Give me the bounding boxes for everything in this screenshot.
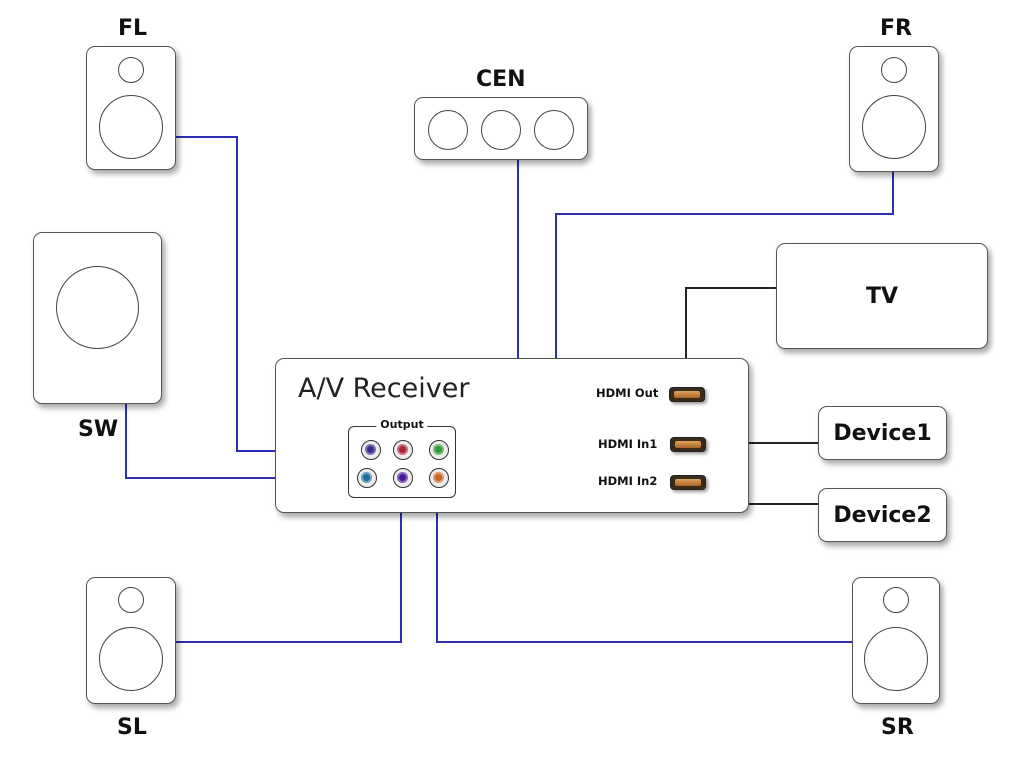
subwoofer-sw	[33, 232, 162, 404]
tweeter-icon	[118, 587, 144, 613]
speaker-fr	[849, 46, 939, 172]
woofer-icon	[862, 95, 926, 159]
driver-icon	[534, 110, 574, 150]
woofer-icon	[864, 627, 928, 691]
speaker-fl	[86, 46, 176, 170]
tweeter-icon	[881, 57, 907, 83]
device-2: Device2	[818, 488, 947, 542]
hdmi-in1-label: HDMI In1	[598, 437, 658, 451]
driver-icon	[481, 110, 521, 150]
label-cen: CEN	[476, 67, 526, 92]
driver-icon	[428, 110, 468, 150]
label-sl: SL	[117, 715, 147, 740]
jack-cen	[393, 440, 413, 460]
jack-fl	[361, 440, 381, 460]
hdmi-out-label: HDMI Out	[596, 386, 659, 400]
wire-hdmi-tv	[685, 287, 776, 386]
device-1: Device1	[818, 406, 947, 460]
device1-label: Device1	[833, 420, 932, 446]
wire-sl	[176, 488, 402, 643]
woofer-icon	[99, 627, 163, 691]
hdmi-in1-port	[670, 437, 706, 452]
label-fl: FL	[118, 16, 148, 41]
receiver-title: A/V Receiver	[298, 373, 470, 404]
tweeter-icon	[883, 587, 909, 613]
label-fr: FR	[880, 16, 912, 41]
device-tv: TV	[776, 243, 988, 349]
device2-label: Device2	[833, 502, 932, 528]
jack-fr	[429, 440, 449, 460]
output-label: Output	[376, 418, 428, 431]
speaker-sr	[852, 577, 940, 704]
speaker-sl	[86, 577, 176, 704]
label-sr: SR	[881, 715, 914, 740]
jack-sl	[393, 468, 413, 488]
wire-sr	[436, 488, 852, 643]
hdmi-out-port	[669, 387, 705, 402]
output-jack-group: Output	[348, 418, 456, 498]
woofer-icon	[56, 266, 139, 349]
av-receiver: A/V Receiver Output HDMI Out HDMI In1 HD…	[275, 358, 749, 513]
hdmi-in2-label: HDMI In2	[598, 474, 658, 488]
woofer-icon	[99, 95, 163, 159]
jack-sr	[429, 468, 449, 488]
tv-label: TV	[865, 283, 899, 309]
speaker-cen	[414, 97, 588, 160]
label-sw: SW	[78, 417, 119, 442]
hdmi-in2-port	[670, 475, 706, 490]
jack-sw	[357, 468, 377, 488]
tweeter-icon	[118, 57, 144, 83]
